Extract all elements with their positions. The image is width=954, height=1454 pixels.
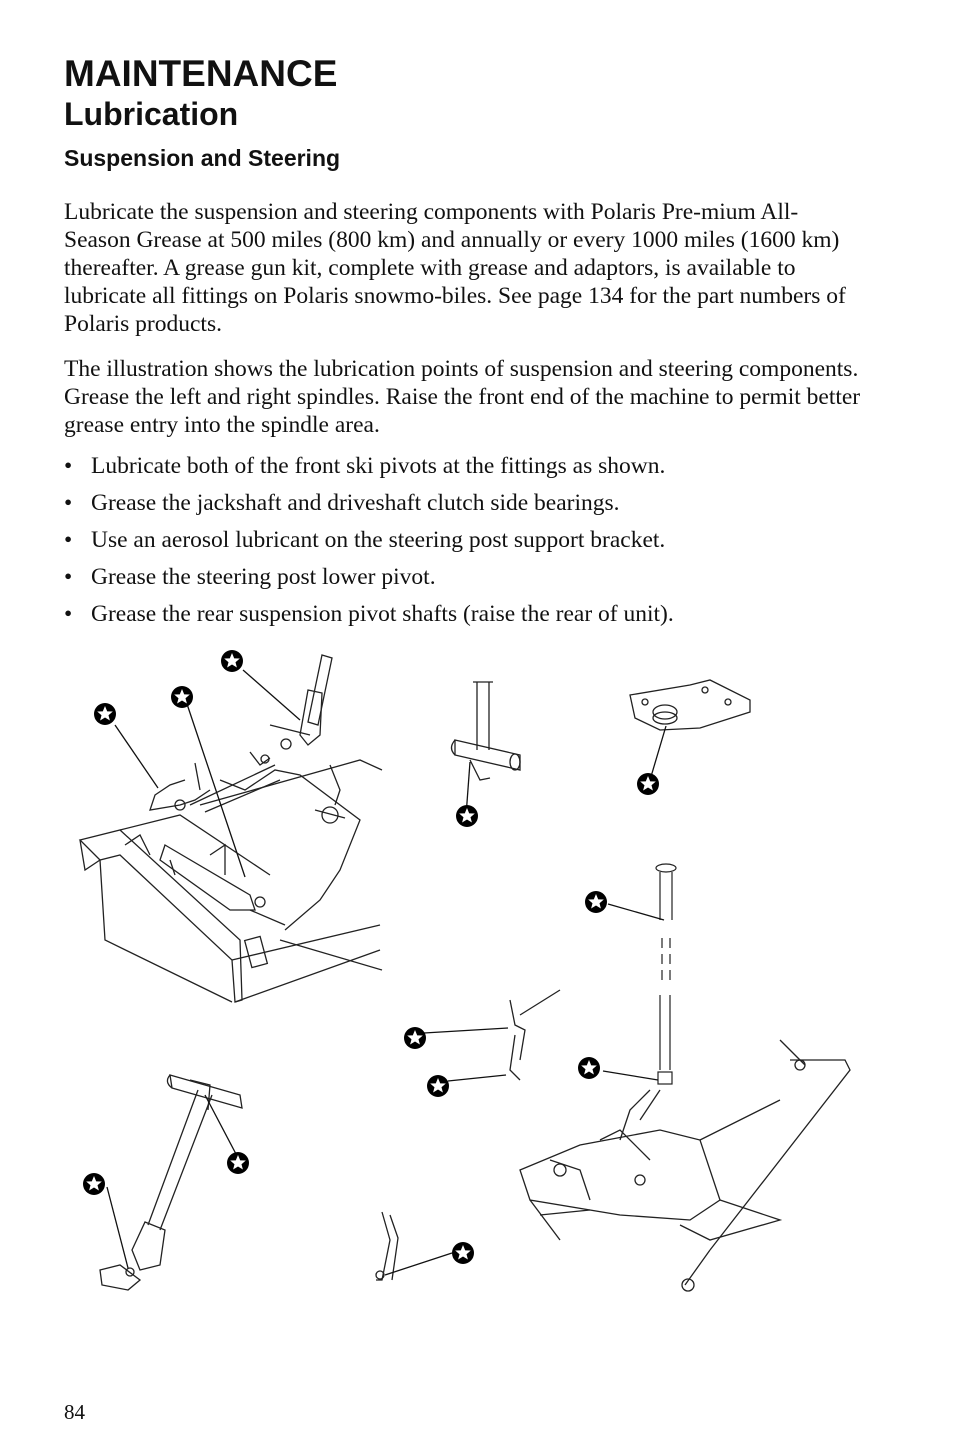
- front-suspension-drawing: [78, 654, 383, 1003]
- bullet-icon: •: [64, 453, 73, 479]
- star-in-circle-icon: [637, 773, 659, 795]
- subsection-heading: Suspension and Steering: [64, 145, 341, 171]
- star-in-circle-icon: [227, 1152, 249, 1174]
- bullet-icon: •: [64, 564, 73, 590]
- rear-shock-drawing: [375, 989, 561, 1281]
- list-item: • Grease the steering post lower pivot.: [64, 563, 884, 591]
- steering-post-lower-drawing: [99, 1074, 243, 1291]
- page-number: 84: [64, 1400, 85, 1424]
- bullet-icon: •: [64, 490, 73, 516]
- illustration-paragraph: The illustration shows the lubrication p…: [64, 356, 861, 438]
- section-heading: MAINTENANCE: [64, 53, 338, 94]
- leader-lines: [106, 669, 667, 1276]
- list-item: • Lubricate both of the front ski pivots …: [64, 452, 884, 480]
- list-item-text: Grease the rear suspension pivot shafts …: [91, 601, 674, 627]
- star-in-circle-icon: [427, 1075, 449, 1097]
- list-item-text: Use an aerosol lubricant on the steering…: [91, 527, 666, 553]
- list-item: • Grease the jackshaft and driveshaft clu…: [64, 489, 884, 517]
- star-in-circle-icon: [221, 650, 243, 672]
- lubrication-points-illustration: [78, 650, 851, 1292]
- star-in-circle-icon: [94, 703, 116, 725]
- star-in-circle-icon: [456, 805, 478, 827]
- rear-suspension-drawing: [519, 1039, 851, 1292]
- list-item-text: Grease the jackshaft and driveshaft clut…: [91, 490, 620, 516]
- bullet-icon: •: [64, 527, 73, 553]
- list-item: • Grease the rear suspension pivot shafts…: [64, 600, 884, 628]
- star-in-circle-icon: [452, 1242, 474, 1264]
- steering-shaft-drawing: [655, 863, 677, 1085]
- list-item-text: Grease the steering post lower pivot.: [91, 564, 436, 590]
- list-item-text: Lubricate both of the front ski pivots a…: [91, 453, 666, 479]
- steering-post-bracket-drawing: [629, 679, 751, 731]
- lubrication-steps-list: • Lubricate both of the front ski pivots …: [64, 452, 884, 637]
- star-in-circle-icon: [83, 1173, 105, 1195]
- star-in-circle-icon: [578, 1057, 600, 1079]
- star-in-circle-icon: [171, 686, 193, 708]
- steering-post-upper-drawing: [450, 681, 521, 781]
- list-item: • Use an aerosol lubricant on the steerin…: [64, 526, 884, 554]
- page-title: Lubrication: [64, 96, 239, 132]
- bullet-icon: •: [64, 601, 73, 627]
- lubrication-markers: [83, 650, 659, 1264]
- intro-paragraph: Lubricate the suspension and steering co…: [64, 199, 846, 337]
- star-in-circle-icon: [404, 1027, 426, 1049]
- star-in-circle-icon: [585, 891, 607, 913]
